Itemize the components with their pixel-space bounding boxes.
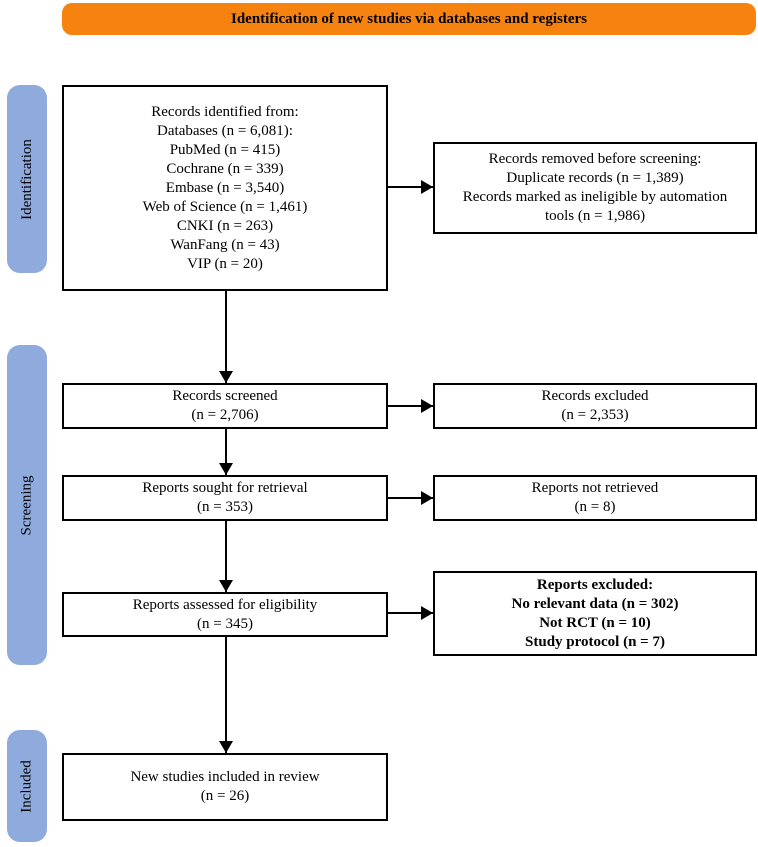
box-line: Records excluded <box>541 388 649 404</box>
reports-sought-box: Reports sought for retrieval (n = 353) <box>62 475 388 521</box>
box-line: PubMed (n = 415) <box>169 141 281 158</box>
arrow-sought-to-not-retrieved <box>388 491 433 505</box>
box-line: (n = 2,353) <box>561 407 629 423</box>
box-line: (n = 2,706) <box>191 407 259 423</box>
box-line: WanFang (n = 43) <box>170 236 280 253</box>
box-line: Cochrane (n = 339) <box>166 160 284 177</box>
box-line: Records marked as ineligible by automati… <box>462 189 728 205</box>
box-line: (n = 26) <box>200 788 250 804</box>
box-line: (n = 345) <box>197 615 253 632</box>
box-line: tools (n = 1,986) <box>544 208 646 224</box>
records-removed-box: Records removed before screening: Duplica… <box>433 142 757 234</box>
box-line: Records screened <box>172 388 278 404</box>
box-line: Duplicate records (n = 1,389) <box>506 170 684 186</box>
box-line: Records identified from: <box>151 103 299 120</box>
box-line: Records removed before screening: <box>488 151 702 167</box>
arrow-screened-to-excluded <box>388 399 433 413</box>
arrow-sought-to-assessed <box>219 521 233 592</box>
box-line: Embase (n = 3,540) <box>165 179 285 196</box>
box-line: Not RCT (n = 10) <box>539 614 651 631</box>
records-excluded-box: Records excluded (n = 2,353) <box>433 383 757 429</box>
stage-label-screening: Screening <box>18 475 35 535</box>
box-line: (n = 353) <box>197 499 253 515</box>
arrow-identified-to-screened <box>219 291 233 383</box>
arrow-assessed-to-excluded <box>388 606 433 620</box>
stage-band-screening: Screening <box>7 345 47 665</box>
box-line: No relevant data (n = 302) <box>511 595 679 612</box>
box-line: Web of Science (n = 1,461) <box>142 198 308 215</box>
box-line: CNKI (n = 263) <box>176 217 274 234</box>
new-studies-included-box: New studies included in review (n = 26) <box>62 753 388 821</box>
reports-assessed-box: Reports assessed for eligibility (n = 345… <box>62 592 388 637</box>
banner-title: Identification of new studies via databa… <box>62 3 756 35</box>
arrow-screened-to-sought <box>219 429 233 475</box>
box-line: (n = 8) <box>574 499 616 515</box>
arrow-assessed-to-included <box>219 637 233 753</box>
box-line: Reports excluded: <box>536 576 654 593</box>
box-line: Reports not retrieved <box>531 480 659 496</box>
stage-band-included: Included <box>7 730 47 842</box>
box-line: New studies included in review <box>130 769 320 785</box>
box-line: Study protocol (n = 7) <box>525 633 665 650</box>
stage-label-identification: Identification <box>18 138 35 220</box>
box-line: VIP (n = 20) <box>187 255 263 272</box>
box-line: Reports sought for retrieval <box>142 480 308 496</box>
records-identified-box: Records identified from: Databases (n = 6… <box>62 85 388 291</box>
arrow-identified-to-removed <box>388 180 433 194</box>
reports-excluded-box: Reports excluded: No relevant data (n = 3… <box>433 571 757 656</box>
stage-band-identification: Identification <box>7 85 47 273</box>
records-screened-box: Records screened (n = 2,706) <box>62 383 388 429</box>
stage-label-included: Included <box>18 759 35 813</box>
reports-not-retrieved-box: Reports not retrieved (n = 8) <box>433 475 757 521</box>
box-line: Reports assessed for eligibility <box>132 596 318 613</box>
box-line: Databases (n = 6,081): <box>157 122 293 139</box>
